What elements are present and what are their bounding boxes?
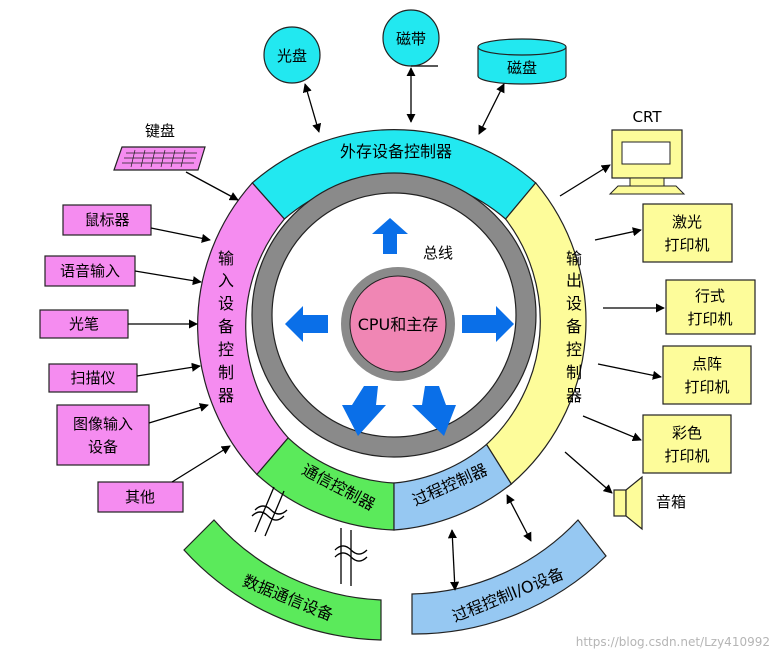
svg-text:入: 入 [218, 271, 234, 290]
image-input-label-line1: 图像输入 [73, 415, 133, 433]
comm-line-right [334, 528, 368, 586]
magnetic-disk-label: 磁盘 [507, 59, 537, 77]
crt-arrow [559, 164, 611, 197]
dot-matrix-printer-box [662, 345, 752, 405]
svg-text:制: 制 [566, 363, 582, 382]
dot-matrix-printer-arrow [597, 363, 662, 380]
other-arrow [171, 445, 231, 483]
watermark: https://blog.csdn.net/Lzy410992 [576, 635, 770, 649]
svg-text:设: 设 [566, 294, 582, 313]
crt-label: CRT [633, 108, 663, 126]
output-controller-label: 输 出 设 备 控 制 器 [566, 249, 582, 405]
keyboard-arrow [185, 171, 239, 201]
image-input-box [56, 404, 150, 466]
speaker-label: 音箱 [656, 493, 686, 511]
svg-text:控: 控 [566, 340, 582, 359]
dot-matrix-printer-label-line1: 点阵 [692, 355, 722, 373]
mouse-box [62, 204, 152, 236]
laser-printer-label-line1: 激光 [672, 213, 702, 231]
other-box [97, 481, 184, 513]
svg-text:出: 出 [566, 271, 582, 290]
line-printer-box [665, 279, 756, 335]
svg-text:控: 控 [218, 340, 234, 359]
scanner-arrow [136, 362, 201, 377]
svg-text:器: 器 [218, 386, 234, 405]
light-pen-box [39, 309, 129, 339]
svg-text:备: 备 [218, 317, 234, 336]
other-label: 其他 [125, 488, 155, 506]
laser-printer-label-line2: 打印机 [664, 236, 709, 254]
light-pen-label: 光笔 [69, 315, 99, 333]
scanner-box [48, 363, 138, 393]
bus-arrow-right [462, 306, 514, 342]
voice-input-label: 语音输入 [60, 262, 120, 280]
input-controller-label: 输 入 设 备 控 制 器 [218, 249, 234, 405]
tape-label: 磁带 [396, 30, 426, 48]
voice-input-box [44, 255, 136, 287]
cpu-label: CPU和主存 [358, 315, 439, 334]
magnetic-disk-node [477, 38, 567, 85]
dot-matrix-printer-label-line2: 打印机 [684, 378, 729, 396]
laser-printer-arrow [594, 227, 642, 241]
laser-printer-box [642, 203, 733, 263]
svg-text:制: 制 [218, 363, 234, 382]
crt-monitor-icon [608, 129, 686, 195]
speaker-arrow [564, 451, 613, 494]
optical-disk-node [263, 26, 321, 84]
cpu-core [349, 275, 447, 373]
data-comm-band [183, 519, 382, 641]
bus-arrow-left [285, 306, 328, 342]
svg-text:输: 输 [218, 249, 234, 268]
keyboard-icon [113, 146, 206, 171]
image-input-label-line2: 设备 [88, 438, 118, 456]
speaker-icon [613, 475, 643, 531]
color-printer-label-line2: 打印机 [664, 447, 709, 465]
process-controller-segment [393, 443, 513, 531]
mouse-arrow [150, 227, 211, 243]
color-printer-label-line1: 彩色 [672, 424, 702, 442]
line-printer-label-line1: 行式 [695, 287, 725, 305]
output-controller-segment [485, 181, 587, 485]
svg-text:备: 备 [566, 317, 582, 336]
svg-text:器: 器 [566, 386, 582, 405]
process-io-band [411, 519, 607, 635]
bus-label: 总线 [423, 244, 453, 262]
bus-arrow-top [372, 218, 408, 254]
process-arrow-right [506, 494, 532, 542]
magnetic-disk-arrow [478, 83, 505, 135]
optical-disk-arrow [302, 83, 322, 133]
keyboard-label: 键盘 [145, 122, 175, 140]
svg-text:设: 设 [218, 294, 234, 313]
image-input-arrow [148, 403, 209, 424]
color-printer-arrow [582, 415, 642, 442]
voice-input-arrow [134, 270, 202, 286]
optical-disk-label: 光盘 [277, 47, 307, 65]
process-arrow-left [447, 529, 460, 591]
bus-arrow-lower-right [412, 386, 456, 436]
bus-arrow-lower-left [342, 386, 386, 436]
line-printer-label-line2: 打印机 [687, 310, 732, 328]
color-printer-box [642, 414, 732, 474]
comm-line-left [251, 486, 288, 537]
scanner-label: 扫描仪 [70, 369, 115, 387]
mouse-label: 鼠标器 [84, 211, 129, 229]
svg-text:输: 输 [566, 249, 582, 268]
external-storage-controller-label: 外存设备控制器 [340, 142, 452, 161]
